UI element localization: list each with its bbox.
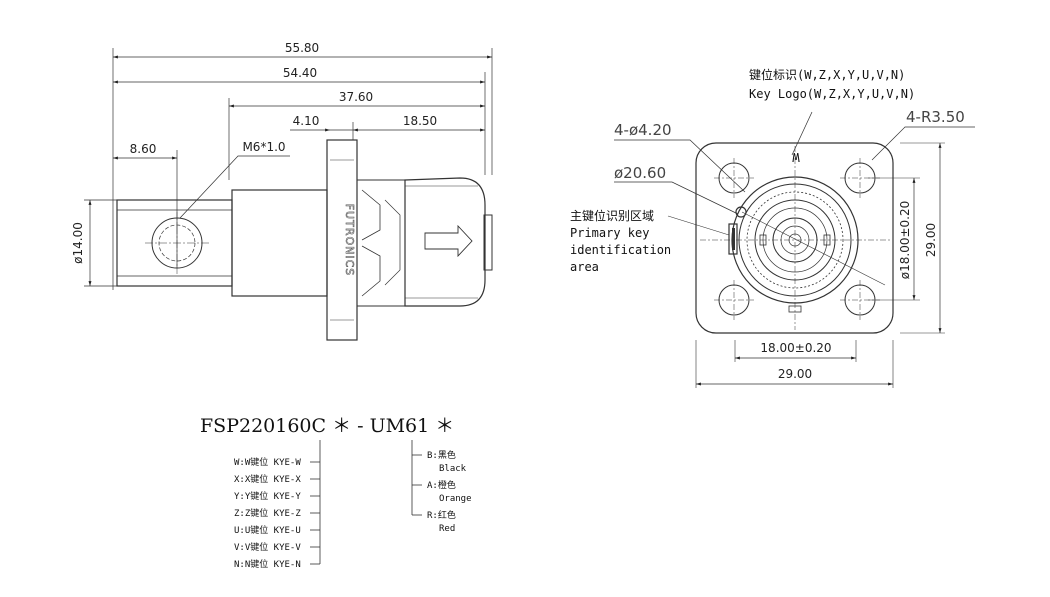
- color-option-r-name: Red: [439, 524, 455, 534]
- part-number-tree: [310, 440, 422, 565]
- key-option-n: N:N键位 KYE-N: [234, 558, 301, 570]
- primary-key-cn: 主键位识别区域: [570, 208, 654, 223]
- dim-overall-body: 54.40: [283, 66, 317, 80]
- key-option-x: X:X键位 KYE-X: [234, 473, 301, 485]
- key-option-v: V:V键位 KYE-V: [234, 541, 301, 553]
- dim-h-width: 29.00: [778, 367, 812, 381]
- dim-from-flange: 37.60: [339, 90, 373, 104]
- part-number-code: FSP220160C ＊ - UM61 ＊: [200, 415, 454, 437]
- key-logo-cn: 键位标识(W,Z,X,Y,U,V,N): [749, 67, 905, 82]
- dim-v-pitch: ø18.00±0.20: [898, 201, 912, 279]
- dim-overall-total: 55.80: [285, 41, 319, 55]
- color-option-a-name: Orange: [439, 494, 472, 504]
- dim-v-width: 29.00: [924, 223, 938, 257]
- side-view: [84, 48, 493, 341]
- brand-text: FUTRONICS: [343, 204, 356, 277]
- front-view: [614, 111, 975, 388]
- dim-h-pitch: 18.00±0.20: [760, 341, 831, 355]
- primary-key-en-3: area: [570, 260, 599, 274]
- thread-label: M6*1.0: [242, 140, 285, 154]
- primary-key-en-1: Primary key: [570, 226, 649, 240]
- holes-callout: 4-ø4.20: [614, 121, 672, 139]
- key-option-z: Z:Z键位 KYE-Z: [234, 507, 301, 519]
- color-option-b-name: Black: [439, 464, 467, 474]
- primary-key-en-2: identification: [570, 243, 671, 257]
- dim-flange-thickness: 4.10: [293, 114, 320, 128]
- key-logo-en: Key Logo(W,Z,X,Y,U,V,N): [749, 87, 915, 101]
- key-letter: W: [792, 150, 800, 164]
- dim-thread-offset: 8.60: [130, 142, 157, 156]
- color-option-r-code: R:红色: [427, 509, 456, 521]
- key-option-w: W:W键位 KYE-W: [234, 456, 301, 468]
- color-option-a-code: A:橙色: [427, 479, 456, 491]
- corner-radius-callout: 4-R3.50: [906, 108, 965, 126]
- inner-diameter-callout: ø20.60: [614, 164, 666, 182]
- dim-diameter: ø14.00: [71, 222, 85, 264]
- key-option-u: U:U键位 KYE-U: [234, 524, 301, 536]
- color-option-b-code: B:黑色: [427, 449, 456, 461]
- key-option-y: Y:Y键位 KYE-Y: [234, 490, 301, 502]
- dim-front-length: 18.50: [403, 114, 437, 128]
